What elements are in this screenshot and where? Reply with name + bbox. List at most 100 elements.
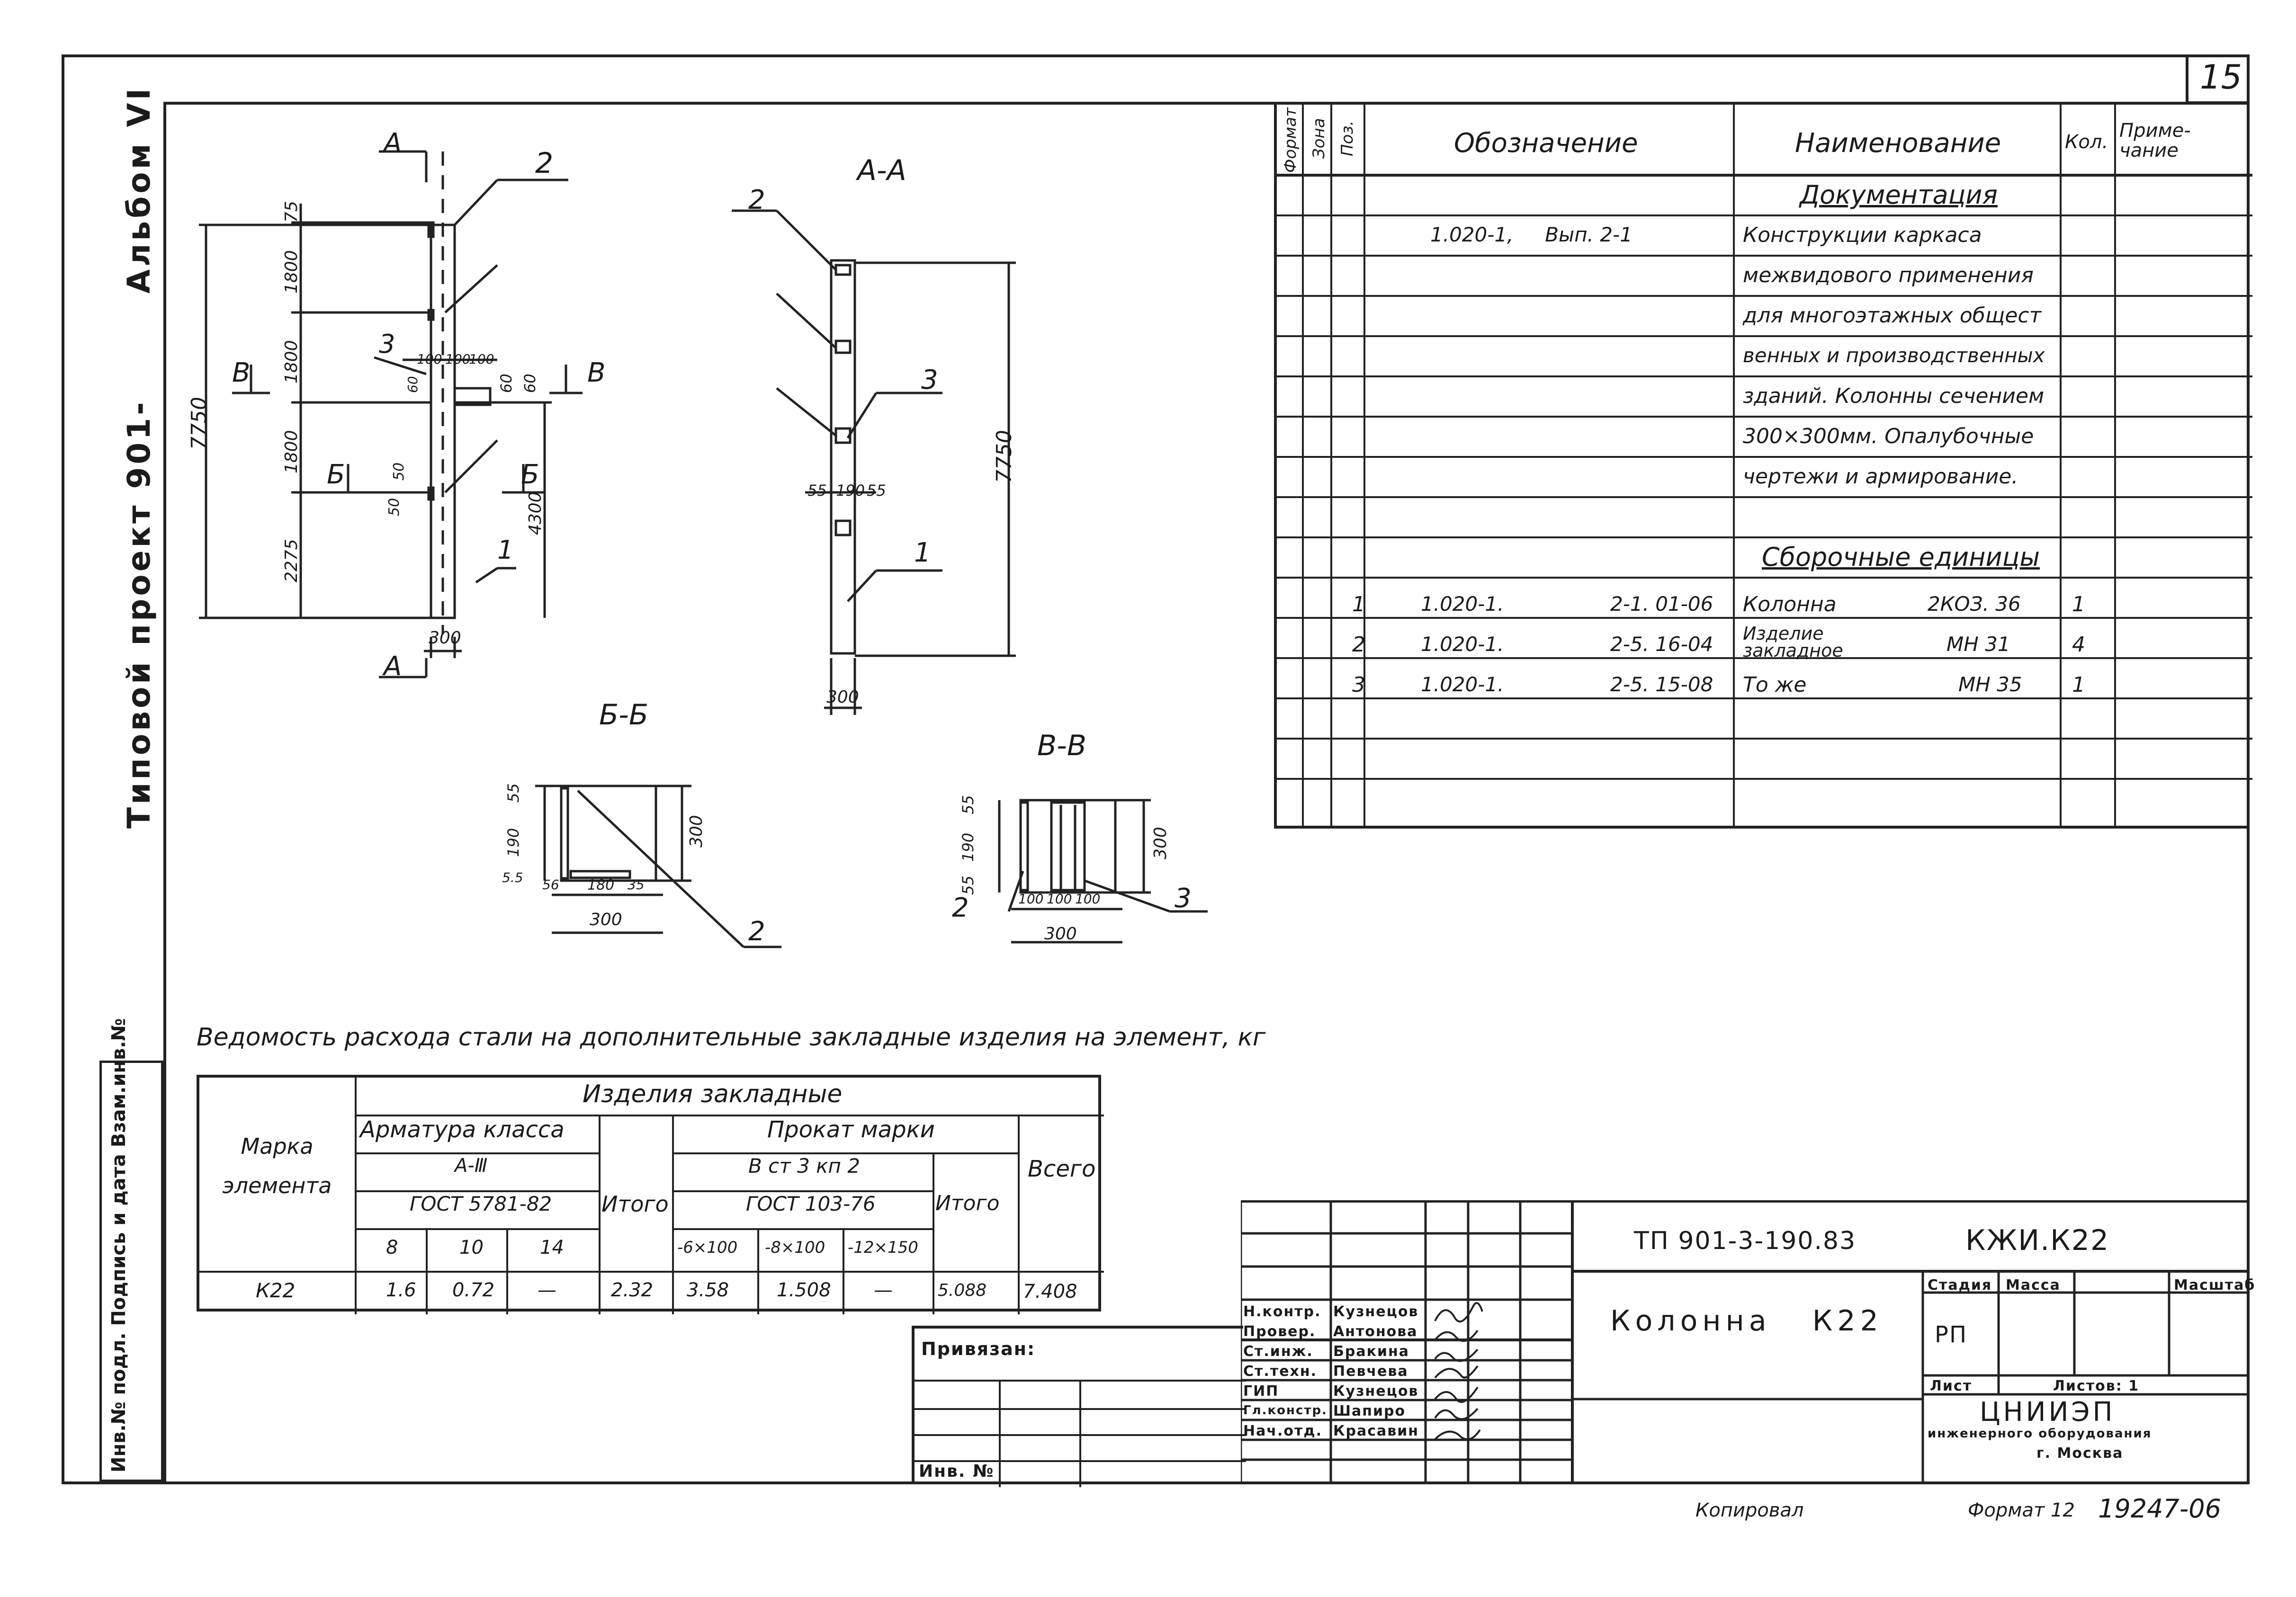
sheet-number: 15 bbox=[2200, 58, 2242, 97]
elev-pos-1: 1 bbox=[497, 535, 514, 565]
steel-row-total2: 5.088 bbox=[938, 1281, 987, 1300]
mark-b-left: Б bbox=[327, 459, 345, 490]
steel-h-rolled: Прокат марки bbox=[767, 1116, 935, 1143]
footer-format: Формат 12 bbox=[1968, 1499, 2075, 1521]
bb-dim-180: 180 bbox=[587, 877, 615, 893]
steel-h-class: А-Ⅲ bbox=[455, 1155, 488, 1177]
aa-pos-2: 2 bbox=[748, 185, 765, 215]
bb-pos-2: 2 bbox=[748, 916, 765, 947]
steel-sub-6x100: -6×100 bbox=[677, 1238, 738, 1257]
vv-dim-100-3: 100 bbox=[1075, 891, 1101, 907]
steel-h-gost2: ГОСТ 103-76 bbox=[746, 1192, 876, 1215]
staff-role-4: Ст.техн. bbox=[1243, 1363, 1318, 1380]
staff-role-3: Ст.инж. bbox=[1243, 1343, 1313, 1360]
spec-row-2-mark: МН 31 bbox=[1946, 633, 2010, 656]
elev-dim-100-1: 100 bbox=[417, 351, 442, 367]
steel-row-p2: 1.508 bbox=[777, 1279, 831, 1301]
project-code: ТП 901-3-190.83 bbox=[1634, 1227, 1857, 1255]
spec-h-note: Приме-чание bbox=[2119, 120, 2191, 161]
elev-pos-2: 2 bbox=[535, 147, 554, 180]
bb-dim-35: 35 bbox=[628, 877, 645, 892]
steel-row-p1: 3.58 bbox=[687, 1279, 729, 1301]
aa-pos-3: 3 bbox=[921, 365, 938, 395]
mark-v-left: В bbox=[232, 357, 251, 388]
scale-header: Масштаб bbox=[2174, 1277, 2256, 1294]
spec-row-2-des1: 1.020-1. bbox=[1421, 633, 1504, 656]
steel-table bbox=[197, 1075, 1104, 1314]
mark-a-top: А bbox=[384, 128, 402, 159]
aa-dim-55-2: 55 bbox=[867, 482, 886, 500]
steel-h-total2: Итого bbox=[935, 1191, 1000, 1215]
title-block-grid bbox=[1241, 1200, 2250, 1484]
stage-header: Стадия bbox=[1928, 1277, 1992, 1294]
spec-grid bbox=[1277, 102, 2252, 829]
aa-pos-1: 1 bbox=[914, 537, 931, 568]
steel-sub-8x100: -8×100 bbox=[765, 1238, 825, 1257]
bb-dim-56: 56 bbox=[542, 877, 559, 892]
bound-box bbox=[912, 1326, 1246, 1487]
spec-table bbox=[1274, 102, 2252, 829]
doc-code: КЖИ.К22 bbox=[1965, 1224, 2110, 1257]
drawing-title: Колонна К22 bbox=[1610, 1304, 1883, 1338]
elev-pos-3: 3 bbox=[379, 329, 395, 359]
steel-h-steel: В ст 3 кп 2 bbox=[748, 1154, 861, 1178]
spec-docs-line-2: межвидового применения bbox=[1743, 263, 2034, 287]
spec-h-designation: Обозначение bbox=[1454, 128, 1638, 159]
spec-docs-line-5: зданий. Колонны сечением bbox=[1743, 384, 2045, 408]
elev-dim-300: 300 bbox=[429, 628, 461, 648]
staff-name-6: Шапиро bbox=[1333, 1403, 1406, 1419]
staff-name-1: Кузнецов bbox=[1333, 1303, 1419, 1320]
spec-docs-line-4: венных и производственных bbox=[1743, 344, 2045, 367]
spec-row-2-pos: 2 bbox=[1352, 633, 1365, 657]
inv-strip bbox=[99, 1061, 163, 1482]
spec-row-2-name: Изделие закладное bbox=[1743, 623, 1843, 661]
staff-role-2: Провер. bbox=[1243, 1323, 1316, 1340]
steel-sub-10: 10 bbox=[459, 1237, 484, 1258]
steel-table-title: Ведомость расхода стали на дополнительны… bbox=[197, 1023, 1266, 1052]
spec-row-3-des2: 2-5. 15-08 bbox=[1610, 673, 1713, 696]
staff-name-7: Красавин bbox=[1333, 1423, 1419, 1439]
spec-row-3-name: То же bbox=[1743, 673, 1807, 697]
footer-number: 19247-06 bbox=[2098, 1494, 2221, 1524]
spec-docs-line-7: чертежи и армирование. bbox=[1743, 464, 2018, 489]
spec-row-3-des1: 1.020-1. bbox=[1421, 673, 1504, 696]
vv-dim-100-1: 100 bbox=[1018, 891, 1044, 907]
steel-h-mark: Марка элемента bbox=[222, 1133, 332, 1198]
spec-row-2-qty: 4 bbox=[2072, 633, 2085, 657]
view-label-aa: А-А bbox=[857, 154, 906, 187]
bb-dim-55b: 5.5 bbox=[502, 870, 523, 885]
spec-docs-line-6: 300×300мм. Опалубочные bbox=[1743, 424, 2034, 448]
spec-row-1-des1: 1.020-1. bbox=[1421, 592, 1504, 616]
spec-docs-line-3: для многоэтажных общест bbox=[1743, 303, 2042, 328]
steel-h-total1: Итого bbox=[601, 1191, 669, 1217]
steel-row-14: — bbox=[538, 1279, 556, 1301]
steel-row-mark: К22 bbox=[256, 1279, 296, 1302]
spec-row-3-mark: МН 35 bbox=[1958, 673, 2022, 696]
vv-pos-3: 3 bbox=[1175, 883, 1192, 914]
mass-header: Масса bbox=[2006, 1277, 2061, 1294]
steel-row-p3: — bbox=[874, 1279, 893, 1301]
steel-grid bbox=[199, 1078, 1104, 1314]
sheets-header: Листов: 1 bbox=[2053, 1378, 2140, 1394]
mark-b-right: Б bbox=[521, 459, 539, 490]
steel-h-rebar: Арматура класса bbox=[360, 1116, 565, 1143]
mark-v-right: В bbox=[587, 357, 606, 388]
spec-row-3-qty: 1 bbox=[2072, 673, 2085, 697]
steel-sub-8: 8 bbox=[386, 1237, 398, 1258]
spec-docs-designation: 1.020-1, Вып. 2-1 bbox=[1430, 223, 1632, 246]
steel-h-gost1: ГОСТ 5781-82 bbox=[410, 1192, 552, 1215]
steel-row-8: 1.6 bbox=[386, 1279, 416, 1301]
staff-name-2: Антонова bbox=[1333, 1323, 1418, 1340]
inv-no-label: Инв. № bbox=[919, 1462, 995, 1481]
staff-role-7: Нач.отд. bbox=[1243, 1423, 1322, 1439]
steel-row-10: 0.72 bbox=[452, 1279, 495, 1301]
sheet-header: Лист bbox=[1930, 1378, 1973, 1394]
spec-row-3-pos: 3 bbox=[1352, 673, 1365, 697]
steel-row-all: 7.408 bbox=[1023, 1281, 1077, 1303]
vv-dim-300b: 300 bbox=[1044, 924, 1077, 944]
bound-grid bbox=[915, 1380, 1246, 1487]
elev-dim-100-3: 100 bbox=[469, 351, 494, 367]
spec-docs-line-1: Конструкции каркаса bbox=[1743, 223, 1982, 247]
view-label-vv: В-В bbox=[1037, 729, 1086, 762]
